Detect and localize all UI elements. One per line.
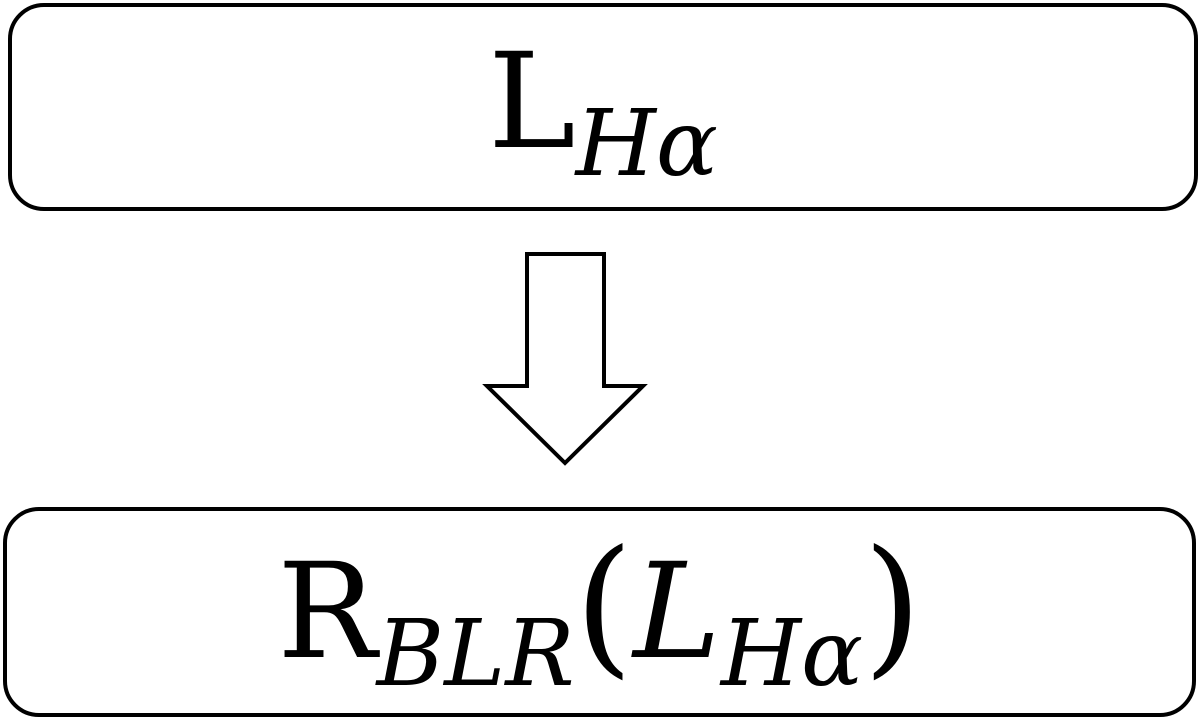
arrow-down-shape bbox=[482, 252, 648, 466]
bottom-formula-open-paren: ( bbox=[574, 519, 634, 693]
top-formula-subscript: Hα bbox=[575, 90, 718, 197]
bottom-formula-inner-subscript: Hα bbox=[720, 600, 864, 707]
top-formula: L Hα bbox=[487, 25, 718, 190]
bottom-formula-inner-main: L bbox=[633, 535, 721, 689]
bottom-formula-subscript: BLR bbox=[376, 600, 575, 707]
bottom-formula-close-paren: ) bbox=[863, 519, 922, 693]
top-formula-main: L bbox=[487, 25, 576, 179]
top-box: L Hα bbox=[8, 3, 1198, 211]
bottom-formula: R BLR ( L Hα ) bbox=[277, 519, 922, 700]
bottom-formula-main: R bbox=[277, 535, 377, 689]
bottom-box: R BLR ( L Hα ) bbox=[3, 507, 1196, 717]
